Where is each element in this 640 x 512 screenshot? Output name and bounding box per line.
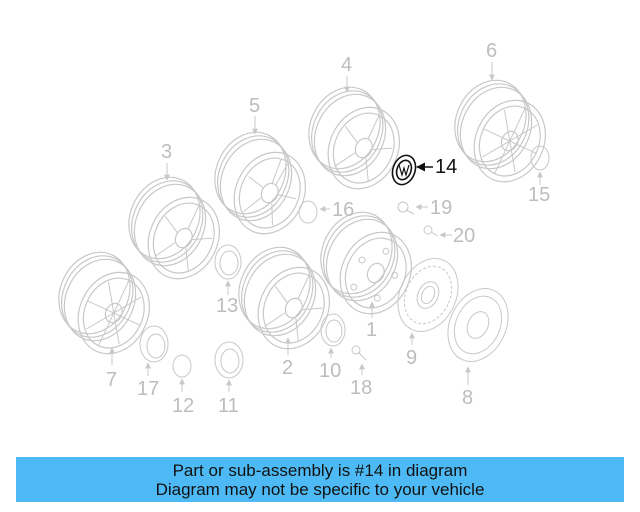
banner-line-2: Diagram may not be specific to your vehi… [155, 479, 485, 499]
parts-diagram [41, 62, 564, 392]
emblem-15[interactable] [530, 145, 550, 171]
wheel-3[interactable] [111, 164, 238, 292]
callout-1[interactable]: 1 [366, 319, 378, 341]
callout-7[interactable]: 7 [106, 369, 118, 391]
center-cap-17[interactable] [139, 325, 169, 363]
banner-line-1: Part or sub-assembly is #14 in diagram [172, 460, 468, 480]
info-banner: Part or sub-assembly is #14 in diagram D… [16, 457, 624, 502]
callout-9[interactable]: 9 [406, 347, 418, 369]
callout-14[interactable]: 14 [435, 156, 458, 178]
callout-3[interactable]: 3 [161, 141, 173, 163]
callout-8[interactable]: 8 [462, 387, 474, 409]
callout-11[interactable]: 11 [218, 395, 239, 417]
wheel-5[interactable] [197, 119, 324, 247]
callout-10[interactable]: 10 [319, 360, 342, 382]
wheel-2[interactable] [221, 234, 348, 362]
wheel-6[interactable] [437, 67, 564, 195]
callout-5[interactable]: 5 [249, 95, 261, 117]
callout-18[interactable]: 18 [350, 377, 373, 399]
center-cap-10[interactable] [320, 313, 346, 347]
wheel-1[interactable] [303, 199, 430, 327]
callout-12[interactable]: 12 [172, 395, 195, 417]
callout-16[interactable]: 16 [332, 199, 355, 221]
wheel-7[interactable] [41, 239, 168, 367]
callout-19[interactable]: 19 [430, 197, 453, 219]
center-cap-13[interactable] [214, 244, 242, 280]
emblem-16[interactable] [298, 200, 318, 224]
callout-2[interactable]: 2 [282, 357, 294, 379]
center-cap-11[interactable] [214, 341, 244, 379]
center-cap-14-highlighted[interactable] [389, 152, 420, 188]
emblem-12[interactable] [172, 354, 192, 378]
wheel-cover-8[interactable] [437, 279, 520, 372]
lug-bolt-19[interactable] [397, 201, 415, 215]
valve-stem-20[interactable] [423, 225, 439, 237]
wheel-cover-9[interactable] [387, 249, 470, 342]
wheel-4[interactable] [291, 74, 418, 202]
callout-20[interactable]: 20 [453, 225, 476, 247]
callout-15[interactable]: 15 [528, 184, 551, 206]
callout-6[interactable]: 6 [486, 40, 498, 62]
valve-stem-18[interactable] [351, 345, 367, 361]
callout-13[interactable]: 13 [216, 295, 239, 317]
callout-17[interactable]: 17 [137, 378, 160, 400]
callout-4[interactable]: 4 [341, 54, 353, 76]
